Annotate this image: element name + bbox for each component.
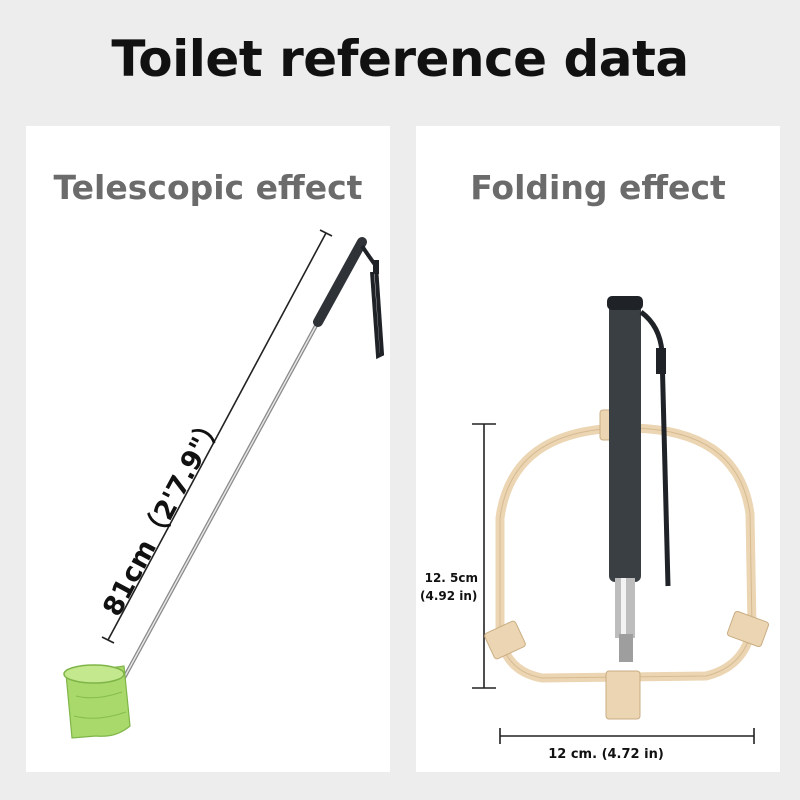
folding-panel: Folding effect <box>416 126 780 772</box>
telescopic-panel: Telescopic effect 81cm（2'7.9"） <box>26 126 390 772</box>
folding-illustration <box>472 296 770 744</box>
length-dimension-line <box>101 229 333 644</box>
page-title: Toilet reference data <box>111 30 689 88</box>
width-label: 12 cm. (4.72 in) <box>548 747 664 762</box>
height-label-in: (4.92 in) <box>420 589 478 603</box>
height-label-cm: 12. 5cm <box>424 571 478 585</box>
width-dimension-line <box>499 728 755 744</box>
telescopic-heading: Telescopic effect <box>53 168 363 207</box>
folding-handle <box>607 296 671 662</box>
telescopic-illustration <box>63 229 385 739</box>
folding-heading: Folding effect <box>470 168 726 207</box>
telescopic-pole <box>122 237 385 680</box>
green-bag-icon <box>63 664 131 739</box>
height-dimension-line <box>472 423 496 689</box>
